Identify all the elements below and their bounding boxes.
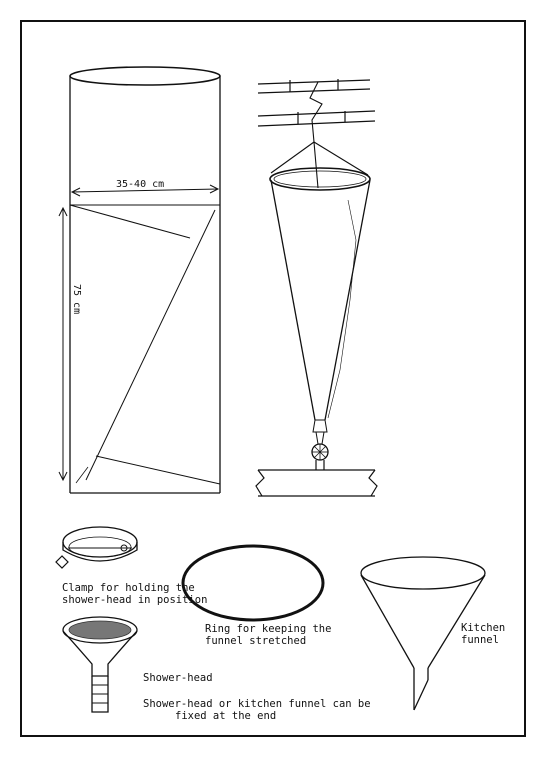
fabric-cut-pattern: [69, 66, 221, 494]
clamp-label: Clamp for holding the shower-head in pos…: [62, 582, 207, 606]
ring-label-line: funnel stretched: [205, 635, 307, 647]
length-label: 75 cm: [71, 284, 82, 314]
ring-label: Ring for keeping the funnel stretched: [205, 623, 331, 647]
clamp-illustration: [55, 526, 138, 569]
note-label-line: Shower-head or kitchen funnel can be: [143, 698, 371, 710]
hanging-cord: [270, 81, 369, 189]
shower-head-illustration: [62, 616, 138, 713]
ring-label-line: Ring for keeping the: [205, 623, 332, 635]
diagram-frame: [20, 20, 526, 737]
note-label: Shower-head or kitchen funnel can be fix…: [143, 698, 371, 722]
width-dimension-arrow: [70, 184, 220, 197]
bottom-support-board: [255, 460, 378, 497]
kitchen-funnel-label-line: funnel: [461, 634, 499, 646]
clamp-label-line: shower-head in position: [62, 594, 208, 606]
kitchen-funnel-label: Kitchen funnel: [461, 622, 505, 646]
hanging-net: [269, 167, 371, 461]
shower-head-label: Shower-head: [143, 672, 213, 684]
note-label-line: fixed at the end: [175, 710, 277, 722]
kitchen-funnel-label-line: Kitchen: [461, 622, 506, 634]
kitchen-funnel-illustration: [360, 556, 486, 711]
clamp-label-line: Clamp for holding the: [62, 582, 195, 594]
length-dimension-arrow: [58, 206, 68, 482]
ring-illustration: [181, 544, 325, 622]
width-label: 35-40 cm: [116, 179, 164, 190]
